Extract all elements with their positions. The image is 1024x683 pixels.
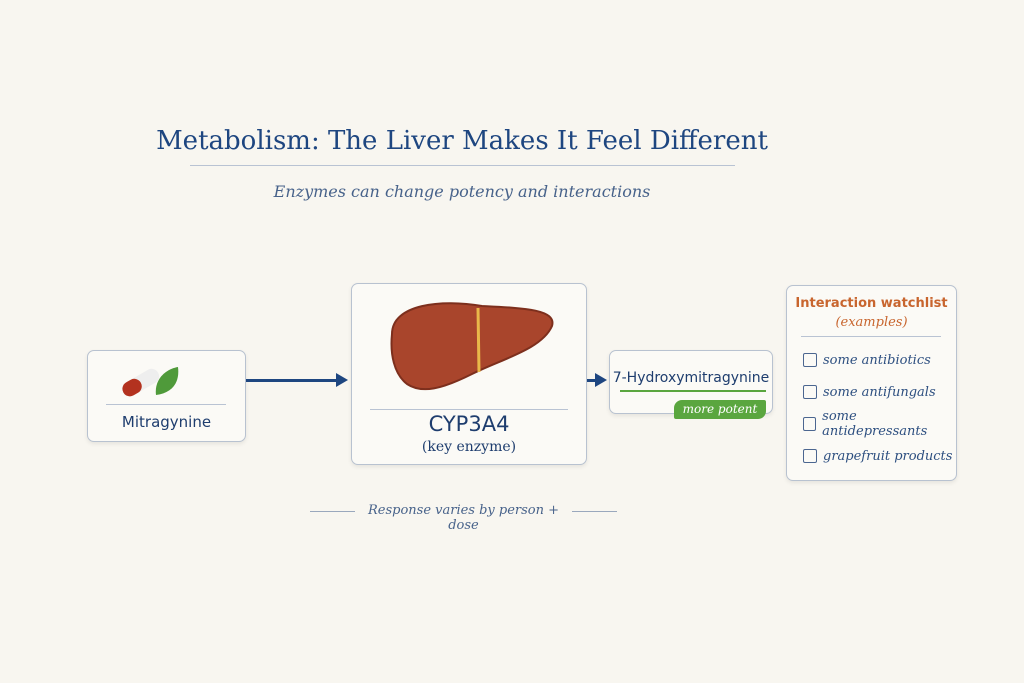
watchlist-item: some antifungals xyxy=(803,376,956,408)
more-potent-badge: more potent xyxy=(674,400,766,419)
arrow-to-enzyme xyxy=(246,373,348,387)
liver-icon xyxy=(390,302,554,391)
checkbox-icon xyxy=(803,417,817,431)
item-label: some antidepressants xyxy=(822,409,928,439)
watchlist-title: Interaction watchlist xyxy=(795,296,948,311)
footer-note: Response varies by person + dose xyxy=(367,503,560,533)
watchlist-item: grapefruit products xyxy=(803,440,956,472)
watchlist-item: some antibiotics xyxy=(803,344,956,376)
interaction-watchlist: Interaction watchlist (examples) some an… xyxy=(786,285,957,481)
page-subtitle: Enzymes can change potency and interacti… xyxy=(273,182,651,201)
mitragynine-node: Mitragynine xyxy=(87,350,246,442)
title-divider xyxy=(190,165,735,166)
watchlist-subtitle: (examples) xyxy=(835,315,908,330)
enzyme-note: (key enzyme) xyxy=(421,439,517,455)
item-label: some antifungals xyxy=(823,384,936,400)
watchlist-items: some antibiotics some antifungals some a… xyxy=(803,344,956,472)
watchlist-item: some antidepressants xyxy=(803,408,956,440)
cyp3a4-node: CYP3A4 (key enzyme) xyxy=(351,283,587,465)
page-title: Metabolism: The Liver Makes It Feel Diff… xyxy=(156,126,768,156)
mitragynine-label: Mitragynine xyxy=(121,413,212,431)
enzyme-label: CYP3A4 xyxy=(428,412,510,436)
checkbox-icon xyxy=(803,353,817,367)
checkbox-icon xyxy=(803,385,817,399)
product-label: 7-Hydroxymitragynine xyxy=(612,370,770,386)
checkbox-icon xyxy=(803,449,817,463)
arrow-to-product xyxy=(587,373,607,387)
capsule-leaf-icon xyxy=(122,367,179,397)
product-node: 7-Hydroxymitragynine more potent xyxy=(609,350,773,419)
item-label: grapefruit products xyxy=(823,448,953,464)
item-label: some antibiotics xyxy=(823,352,931,368)
